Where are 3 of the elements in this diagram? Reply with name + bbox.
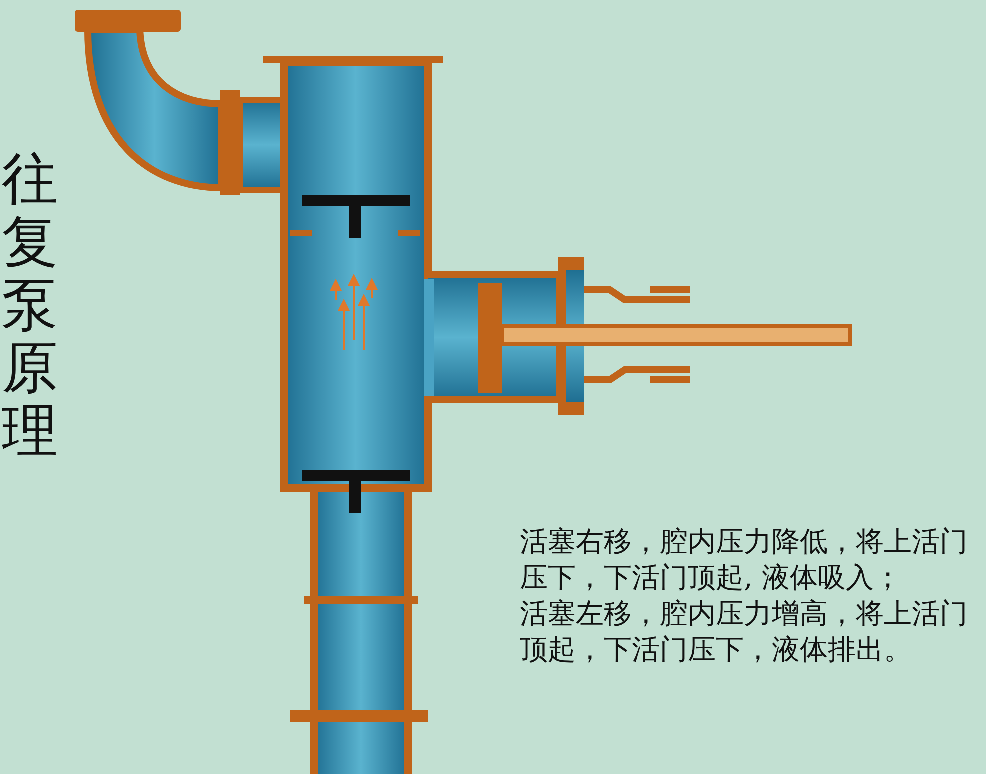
description-text: 活塞左移，腔内压力增高，将上活门顶起，下活门压下，液体排出。 [520,596,969,668]
title: 往复泵原理 [2,148,59,463]
description-text: 活塞右移，腔内压力降低，将上活门压下，下活门顶起, 液体吸入； [520,524,969,596]
